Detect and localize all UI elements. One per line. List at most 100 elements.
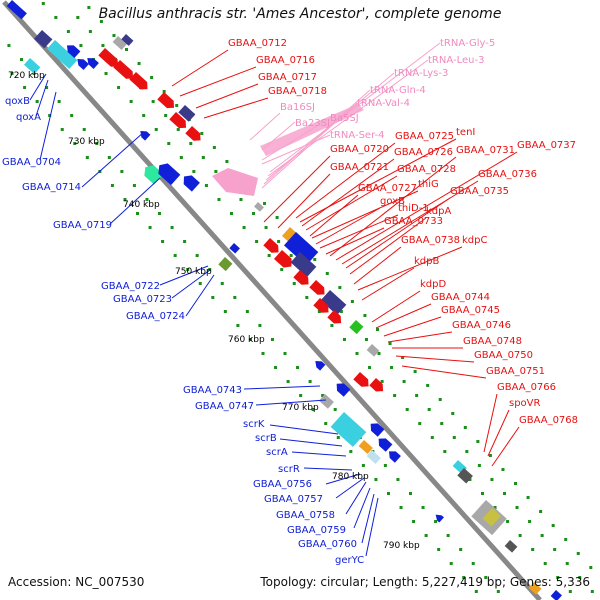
gene-block [482, 507, 501, 527]
track-dot [380, 380, 384, 383]
track-dot [223, 310, 227, 313]
track-dot [493, 506, 497, 509]
track-dot [277, 240, 281, 243]
track-dot [70, 114, 74, 117]
connector-line [335, 477, 365, 499]
track-dot [336, 436, 340, 439]
track-dot [434, 520, 438, 523]
gene-arrow [157, 92, 175, 109]
track-dot [401, 356, 405, 359]
track-dot [363, 314, 367, 317]
track-dot [502, 492, 506, 495]
gene-label: GBAA_0735 [450, 186, 509, 197]
track-dot [388, 342, 392, 345]
position-ticks: 720 kbp 730 kbp 740 kbp 750 kbp 760 kbp … [8, 71, 420, 551]
track-dot [154, 128, 158, 131]
track-dot [162, 90, 166, 93]
track-dot [506, 520, 510, 523]
gene-label: scrA [266, 447, 288, 458]
connector-line [261, 117, 331, 161]
gene-block [6, 0, 27, 20]
track-dot [551, 524, 555, 527]
gene-label: thiD-1 [398, 203, 429, 214]
track-dot [396, 478, 400, 481]
gene-block [318, 393, 334, 409]
gene-block [366, 449, 381, 464]
gene-arrow [327, 310, 342, 324]
track-dot [88, 30, 92, 33]
track-dot [129, 100, 133, 103]
track-dot [136, 212, 140, 215]
track-dot [236, 324, 240, 327]
track-dot [462, 576, 466, 579]
gene-arrow [140, 130, 151, 141]
connector-line [371, 290, 421, 323]
track-dot [173, 254, 177, 257]
gene-block [253, 202, 264, 212]
gene-label: GBAA_0724 [126, 311, 185, 322]
track-dot [170, 226, 174, 229]
connector-line [361, 267, 415, 301]
track-dot [564, 538, 568, 541]
gene-block [178, 105, 196, 122]
track-dot [368, 366, 372, 369]
gene-block [283, 232, 319, 266]
track-dot [412, 520, 416, 523]
track-dot [430, 436, 434, 439]
track-dot [204, 184, 208, 187]
connector-line [29, 73, 47, 101]
track-dot [437, 548, 441, 551]
connector-line [159, 265, 209, 286]
tick-label: 720 kbp [8, 71, 45, 81]
track-dot [208, 268, 212, 271]
track-dot [490, 478, 494, 481]
accession-text: Accession: NC_007530 [8, 575, 145, 589]
track-dot [488, 454, 492, 457]
gene-label: scrR [278, 464, 300, 475]
track-dot [405, 408, 409, 411]
connector-line [261, 134, 331, 165]
connector-line [345, 481, 367, 515]
track-dot [325, 272, 329, 275]
track-dot [540, 534, 544, 537]
track-dot [261, 352, 265, 355]
gene-label: GBAA_0718 [268, 86, 327, 97]
track-dot [364, 338, 368, 341]
connector-line [277, 173, 331, 229]
track-dot [7, 44, 11, 47]
track-dot [19, 58, 23, 61]
track-dot [415, 394, 419, 397]
gene-arrow [183, 175, 200, 192]
connector-line [35, 79, 49, 117]
track-dot [179, 156, 183, 159]
gene-label: kdpA [426, 206, 451, 217]
track-dot [463, 426, 467, 429]
track-dot [480, 492, 484, 495]
gene-label: GBAA_0736 [478, 169, 537, 180]
track-dot [57, 100, 61, 103]
track-dot [576, 552, 580, 555]
track-dot [377, 352, 381, 355]
connector-line [325, 473, 361, 485]
connector-line [319, 214, 399, 249]
tick-label: 790 kbp [383, 541, 420, 551]
track-dot [263, 202, 267, 205]
gene-arrow [129, 72, 148, 90]
gene-label: GBAA_0723 [113, 294, 172, 305]
gene-label: GBAA_0725 [395, 131, 454, 142]
connector-line [261, 121, 296, 151]
gene-arrow [369, 378, 384, 392]
gene-label: GBAA_0728 [397, 164, 456, 175]
track-dot [76, 16, 80, 19]
connector-line [203, 97, 269, 119]
gene-arrow [273, 250, 292, 268]
gene-label: GBAA_0716 [256, 55, 315, 66]
track-dot [424, 534, 428, 537]
track-dot [361, 464, 365, 467]
gene-block [290, 251, 317, 278]
track-dot [514, 482, 518, 485]
track-dot [176, 128, 180, 131]
track-dot [79, 44, 83, 47]
track-dot [183, 240, 187, 243]
track-dot [175, 104, 179, 107]
